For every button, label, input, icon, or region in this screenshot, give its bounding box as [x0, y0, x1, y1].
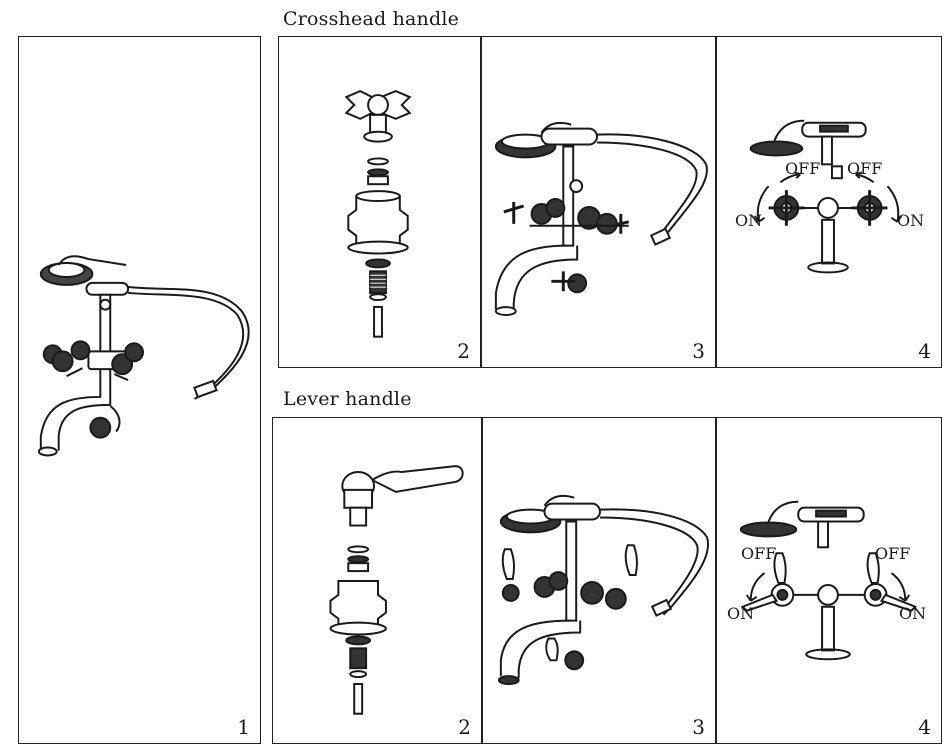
lever-assembly-illustration	[497, 494, 710, 686]
panel-crosshead-exploded: 2	[278, 36, 481, 368]
panel-lever-exploded: 2	[272, 417, 482, 744]
panel-number-lever-4: 4	[918, 715, 931, 739]
panel-number-1: 1	[237, 715, 250, 739]
crosshead-on-label-left: ON	[735, 211, 763, 230]
lever-on-label-left: ON	[727, 604, 755, 623]
lever-handle-heading: Lever handle	[283, 388, 412, 410]
panel-crosshead-assembly: 3	[481, 36, 716, 368]
panel-number-lever-2: 2	[458, 715, 471, 739]
panel-number-crosshead-4: 4	[918, 339, 931, 363]
panel-number-crosshead-3: 3	[692, 339, 705, 363]
lever-off-label-left: OFF	[741, 544, 777, 563]
crosshead-exploded-illustration	[344, 90, 412, 338]
crosshead-operation-illustration	[749, 119, 903, 274]
full-assembly-illustration	[37, 255, 250, 457]
panel-number-lever-3: 3	[692, 715, 705, 739]
panel-crosshead-operation: OFF OFF ON ON 4	[716, 36, 942, 368]
panel-number-crosshead-2: 2	[457, 339, 470, 363]
lever-off-label-right: OFF	[875, 544, 911, 563]
panel-lever-operation: OFF OFF ON ON 4	[716, 417, 942, 744]
crosshead-handle-heading: Crosshead handle	[283, 8, 460, 30]
crosshead-off-label-left: OFF	[785, 159, 821, 178]
crosshead-off-label-right: OFF	[847, 159, 883, 178]
crosshead-on-label-right: ON	[897, 211, 925, 230]
panel-lever-assembly: 3	[482, 417, 716, 744]
crosshead-assembly-illustration	[494, 121, 708, 317]
panel-full-assembly: 1	[18, 36, 261, 744]
lever-on-label-right: ON	[899, 604, 927, 623]
lever-exploded-illustration	[329, 465, 464, 715]
lever-operation-illustration	[739, 500, 917, 661]
